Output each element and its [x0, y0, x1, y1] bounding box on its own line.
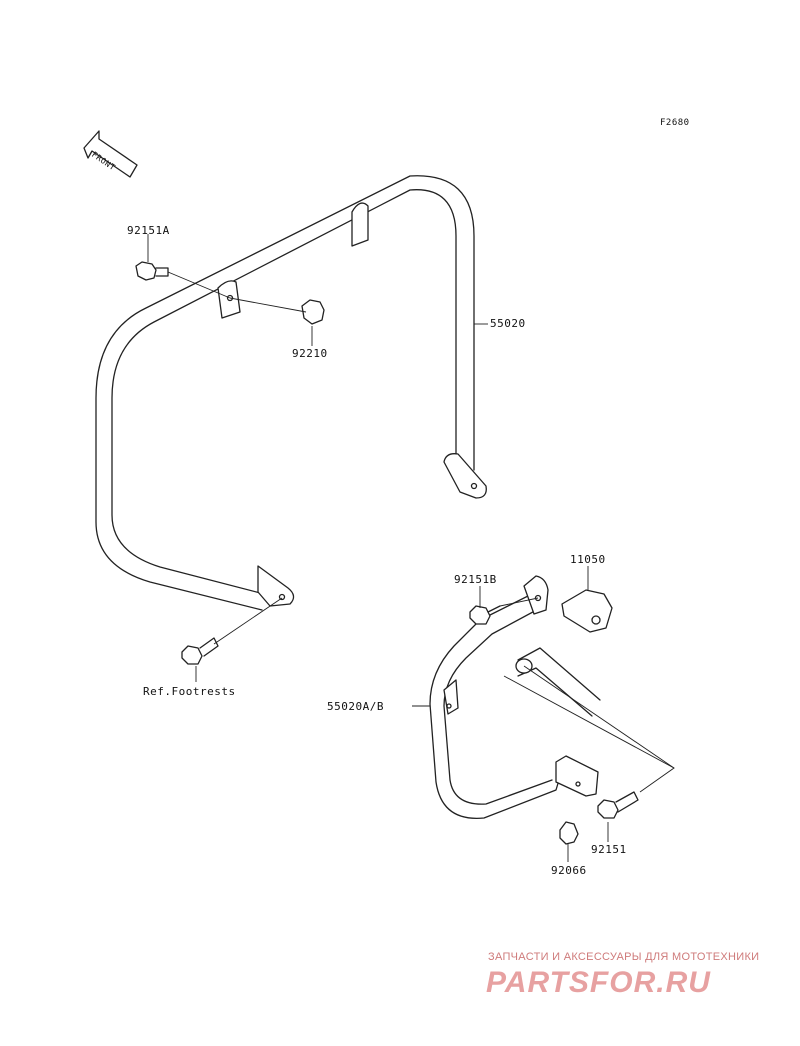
bolt-92151b-drawing: [469, 605, 501, 625]
label-55020: 55020: [490, 317, 526, 330]
watermark-logo: PARTSFOR.RU: [486, 966, 711, 999]
label-92210: 92210: [292, 347, 328, 360]
cap-92066-drawing: [559, 821, 579, 845]
watermark-tagline: ЗАПЧАСТИ И АКСЕССУАРЫ ДЛЯ МОТОТЕХНИКИ: [488, 951, 760, 963]
leader-lines: [147, 234, 675, 862]
bolt-92151-drawing: [597, 791, 639, 819]
label-55020a-b: 55020A/B: [327, 700, 384, 713]
upper-guard-drawing: [95, 175, 487, 611]
label-ref-footrests: Ref.Footrests: [143, 685, 236, 698]
nut-92210-drawing: [301, 299, 325, 325]
label-92151: 92151: [591, 843, 627, 856]
bracket-11050-drawing: [561, 589, 613, 633]
lower-guard-drawing: [429, 575, 601, 819]
label-92066: 92066: [551, 864, 587, 877]
bolt-92151a-drawing: [135, 261, 169, 281]
label-92151a: 92151A: [127, 224, 170, 237]
footrest-bolt-drawing: [181, 637, 219, 665]
figure-code: F2680: [660, 118, 690, 128]
label-11050: 11050: [570, 553, 606, 566]
label-92151b: 92151B: [454, 573, 497, 586]
front-arrow-icon: [83, 130, 138, 178]
